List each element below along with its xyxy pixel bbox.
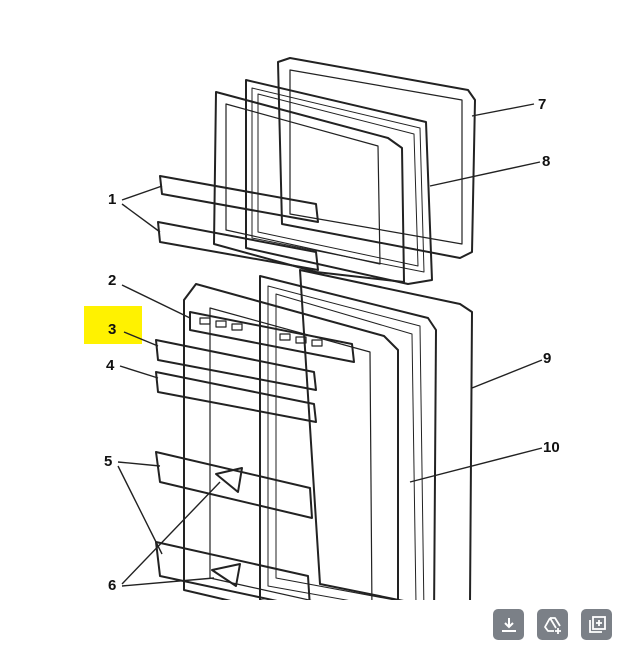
- door-shelf: [155, 371, 317, 423]
- save-to-drive-button[interactable]: [537, 609, 568, 640]
- callout-4: 4: [106, 357, 115, 374]
- fridge-gasket: [259, 275, 437, 600]
- add-collection-icon: [588, 615, 606, 633]
- highlight-label-3: [84, 306, 142, 344]
- callout-10: 10: [543, 439, 560, 456]
- freezer-gasket: [245, 79, 433, 285]
- freezer-inner-liner: [213, 91, 405, 283]
- download-button[interactable]: [493, 609, 524, 640]
- bottle-retainer-lower: [211, 563, 241, 587]
- freezer-door-outer: [277, 57, 476, 259]
- fridge-inner-liner: [183, 283, 399, 600]
- callout-6: 6: [108, 577, 117, 594]
- door-bin-lower: [155, 541, 311, 600]
- fridge-door-outer: [299, 269, 473, 600]
- freezer-shelf-upper: [159, 175, 319, 223]
- callout-3: 3: [108, 321, 117, 338]
- callout-5: 5: [104, 453, 113, 470]
- freezer-shelf-lower: [157, 221, 319, 271]
- egg-shelf: [155, 339, 317, 391]
- callout-2: 2: [108, 272, 117, 289]
- callout-8: 8: [542, 153, 551, 170]
- callout-7: 7: [538, 96, 547, 113]
- callout-9: 9: [543, 350, 552, 367]
- butter-compartment: [189, 311, 355, 363]
- callout-1: 1: [108, 191, 117, 208]
- bottle-retainer-upper: [215, 467, 243, 493]
- fridge-door-exploded-diagram: [117, 57, 543, 600]
- add-to-collection-button[interactable]: [581, 609, 612, 640]
- download-icon: [501, 617, 516, 632]
- door-bin-upper: [155, 451, 313, 519]
- add-to-drive-icon: [543, 616, 561, 634]
